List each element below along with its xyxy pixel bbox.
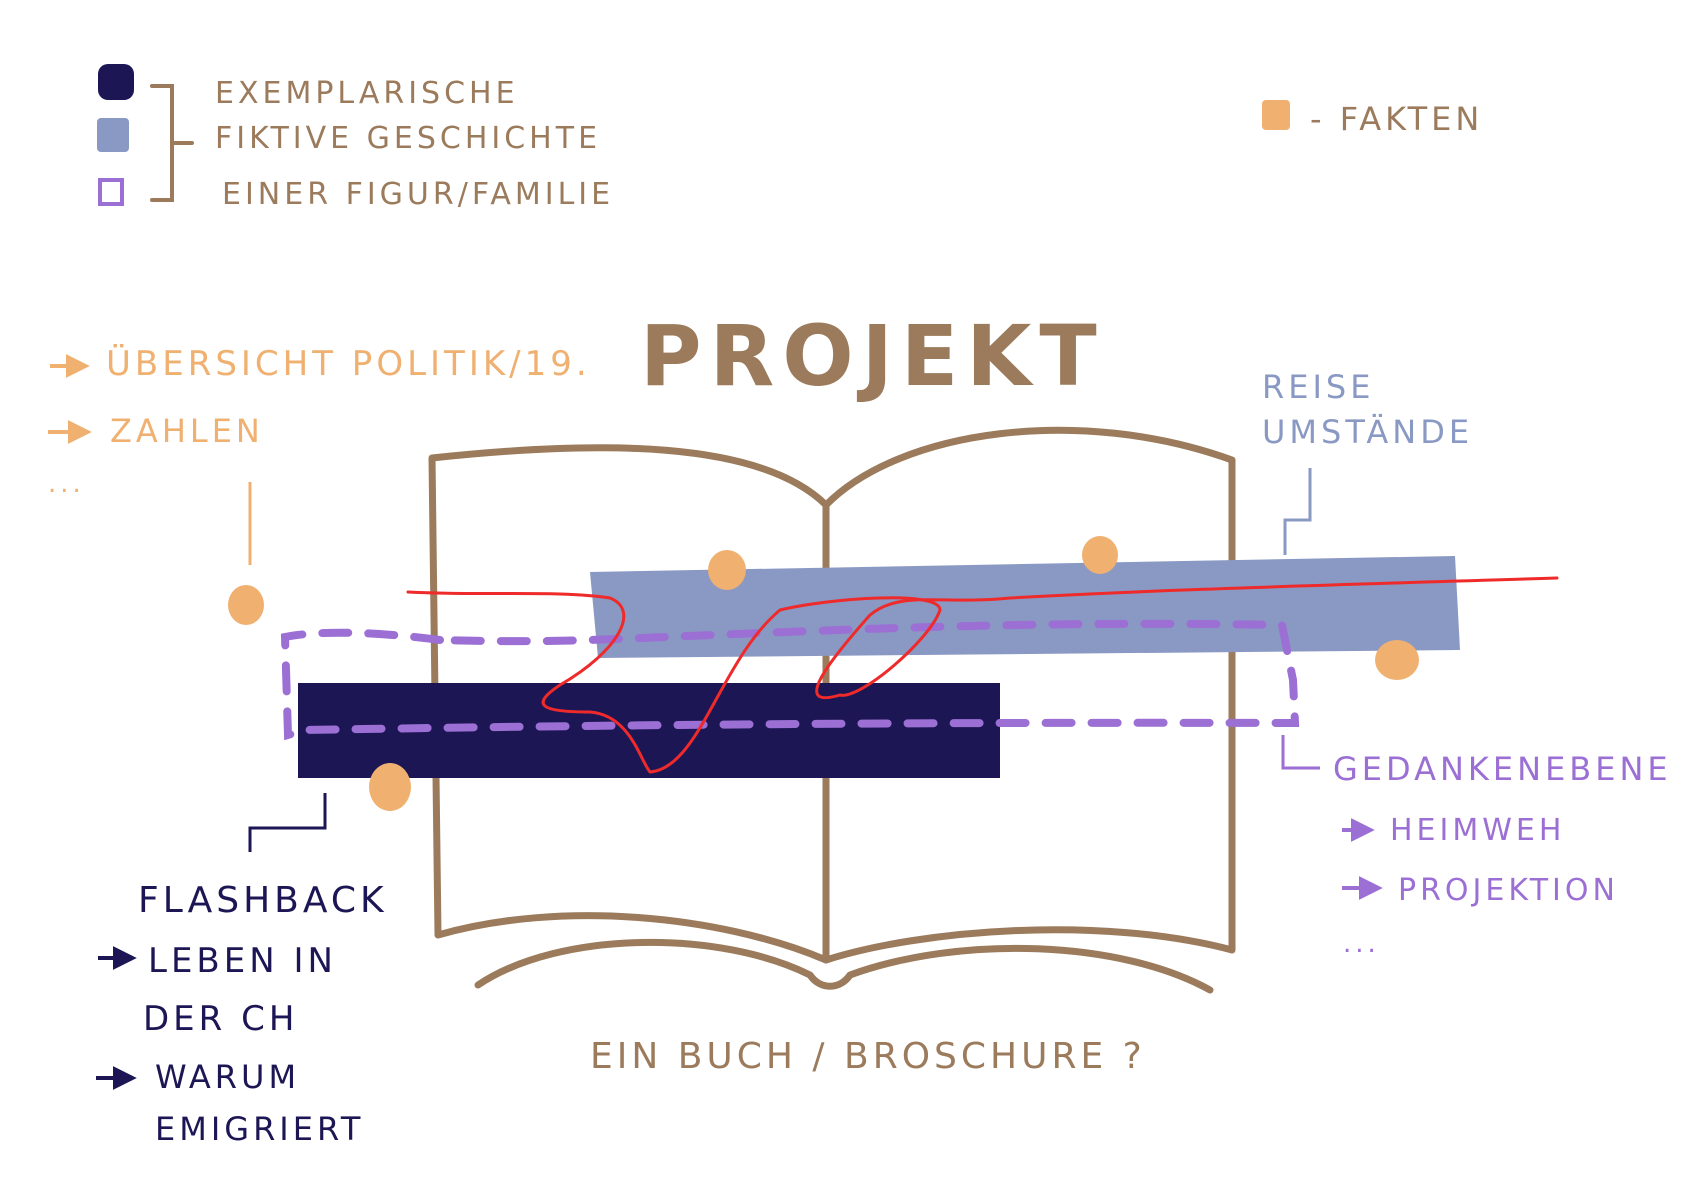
legend-facts-swatch	[1262, 100, 1290, 130]
flashback-title: FLASHBACK	[138, 880, 388, 921]
flashback-notes: FLASHBACK LEBEN IN DER CH WARUM EMIGRIER…	[96, 793, 388, 1148]
fact-dot	[1082, 536, 1118, 574]
thought-level-dashed-loop	[280, 619, 1300, 741]
flashback-connector	[248, 793, 327, 852]
fact-dot	[228, 585, 264, 625]
legend-line-2: FIKTIVE GESCHICHTE	[215, 121, 601, 156]
facts-notes: ÜBERSICHT POLITIK/19. ZAHLEN ...	[48, 343, 591, 565]
legend-steel-swatch	[97, 118, 129, 152]
thoughts-notes: GEDANKENEBENE HEIMWEH PROJEKTION ...	[1281, 735, 1672, 959]
legend-purple-outline-swatch	[98, 178, 124, 206]
fact-dot	[708, 550, 746, 590]
open-book	[428, 426, 1236, 994]
legend-facts-label: - FAKTEN	[1310, 100, 1483, 138]
book-left-page	[428, 444, 830, 964]
fact-dots	[228, 536, 1419, 811]
travel-note-line-2: UMSTÄNDE	[1262, 413, 1473, 451]
thoughts-ellipsis: ...	[1343, 929, 1380, 959]
facts-note-ellipsis: ...	[48, 469, 85, 499]
fact-dot	[369, 763, 411, 811]
travel-note-line-1: REISE	[1262, 368, 1374, 406]
legend-line-1: EXEMPLARISCHE	[215, 76, 519, 111]
thoughts-item-1: HEIMWEH	[1390, 813, 1565, 848]
flashback-item-2-line-1: WARUM	[155, 1058, 300, 1096]
book-right-page	[822, 426, 1236, 964]
fact-dot	[1375, 640, 1419, 680]
thoughts-title: GEDANKENEBENE	[1333, 750, 1672, 788]
book-cover-bottom	[474, 938, 1214, 994]
diagram-caption: EIN BUCH / BROSCHURE ?	[590, 1036, 1146, 1077]
travel-connector	[1283, 468, 1312, 555]
flashback-item-2-line-2: EMIGRIERT	[155, 1110, 364, 1148]
thoughts-connector	[1281, 735, 1320, 770]
diagram-title: PROJEKT	[640, 307, 1105, 405]
legend-brace	[150, 84, 194, 202]
legend-navy-swatch	[98, 64, 134, 100]
thoughts-item-2: PROJEKTION	[1398, 873, 1619, 908]
narrative-red-line	[406, 576, 1559, 774]
story-bar-fiktive	[590, 556, 1460, 658]
travel-notes: REISE UMSTÄNDE	[1262, 368, 1473, 555]
legend-line-3: EINER FIGUR/FAMILIE	[222, 177, 614, 212]
flashback-item-1-line-2: DER CH	[143, 999, 298, 1039]
flashback-item-1-line-1: LEBEN IN	[148, 941, 337, 981]
facts-note-1: ÜBERSICHT POLITIK/19.	[106, 343, 591, 384]
legend: EXEMPLARISCHE FIKTIVE GESCHICHTE EINER F…	[97, 64, 1483, 212]
facts-note-2: ZAHLEN	[110, 412, 264, 450]
